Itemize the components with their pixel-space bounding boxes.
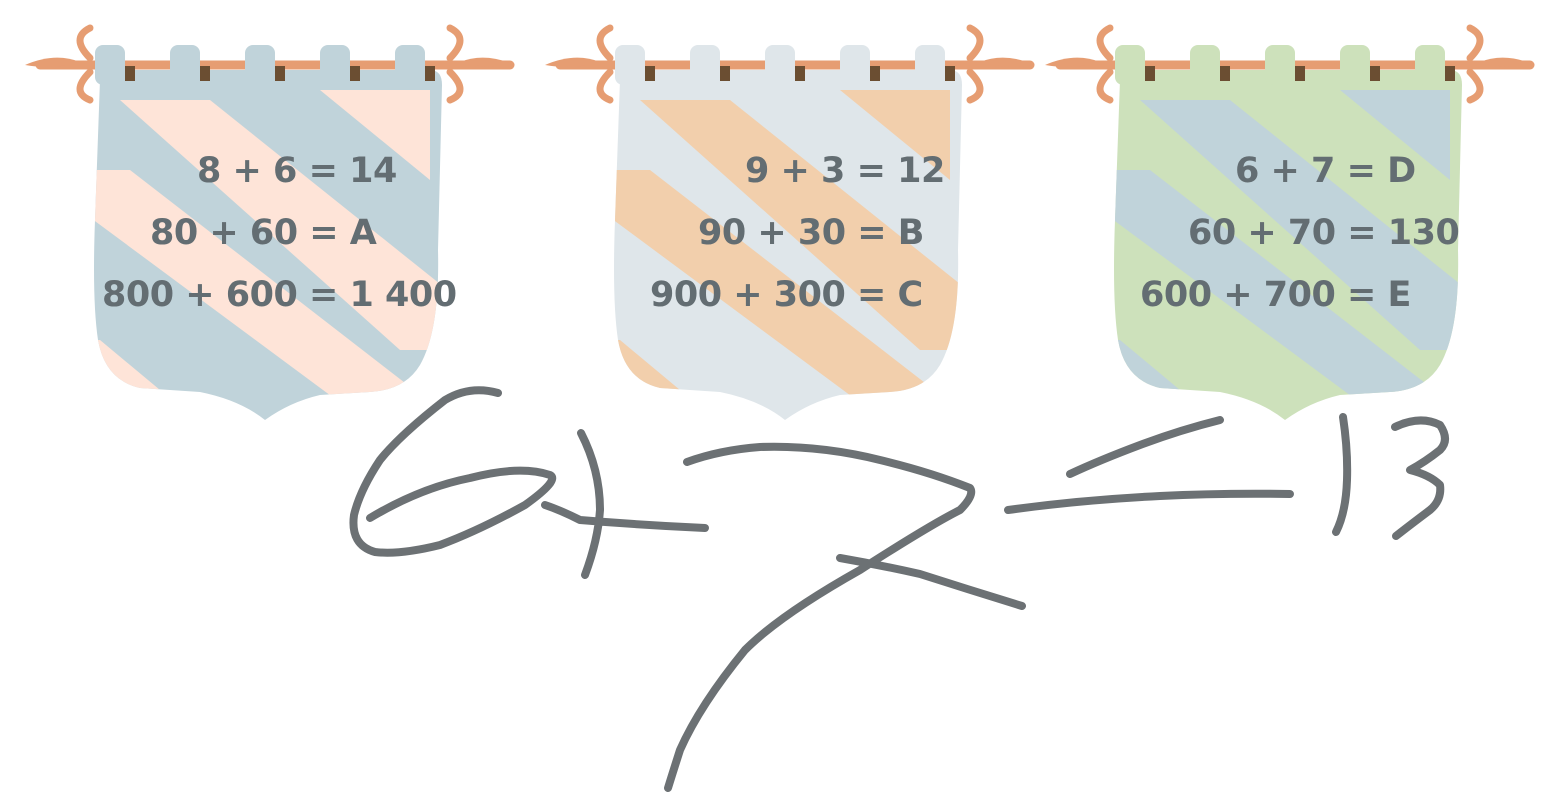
banner-2-equation-1: 9 + 3 = 12 [745,151,945,191]
banner-1-equation-2: 80 + 60 = A [150,213,377,253]
banner-2-equation-3: 900 + 300 = C [650,275,923,315]
banner-2: 9 + 3 = 12 90 + 30 = B 900 + 300 = C [540,20,1040,420]
banner-1-cloth [94,45,442,420]
banner-1-equation-3: 800 + 600 = 1 400 [102,275,457,315]
banner-2-art [545,24,1035,420]
ink-digit-7 [664,442,1026,792]
banner-1-art [25,24,515,420]
banner-3-equation-1: 6 + 7 = D [1235,151,1416,191]
banner-2-cloth [614,45,962,420]
banner-1-equation-1: 8 + 6 = 14 [197,151,397,191]
banner-2-equation-2: 90 + 30 = B [698,213,924,253]
ink-digit-1 [1332,413,1352,536]
banner-3-equation-3: 600 + 700 = E [1140,275,1411,315]
ink-digit-3 [1391,416,1449,540]
banner-3-art [1045,24,1535,420]
banner-1: 8 + 6 = 14 80 + 60 = A 800 + 600 = 1 400 [20,20,520,420]
banner-3: 6 + 7 = D 60 + 70 = 130 600 + 700 = E [1040,20,1540,420]
banner-3-equation-2: 60 + 70 = 130 [1188,213,1460,253]
ink-equals-sign [1004,416,1294,514]
ink-plus-sign [541,429,709,579]
banner-3-cloth [1114,45,1462,420]
